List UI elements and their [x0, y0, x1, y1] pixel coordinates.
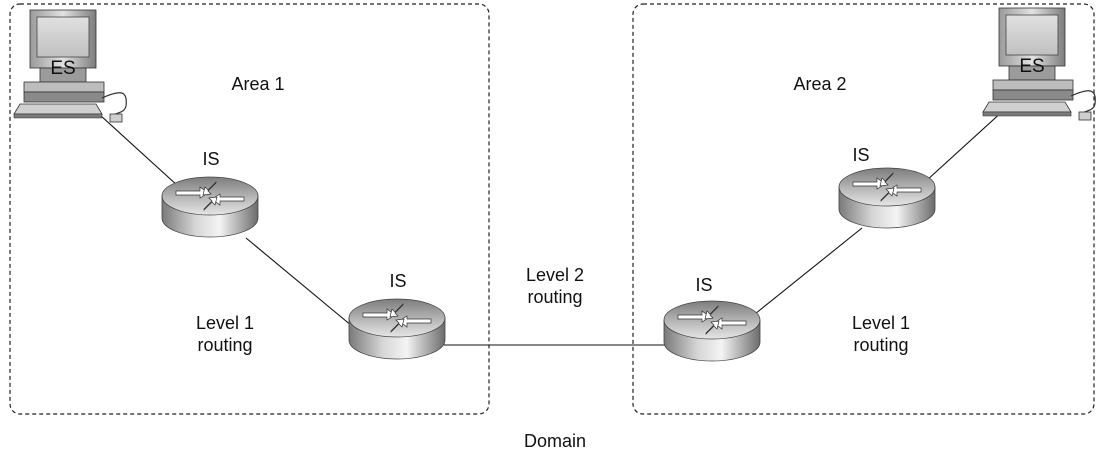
router-is-4-label: IS	[852, 145, 870, 165]
area-2-boundary	[632, 3, 1095, 415]
router-is-3-label: IS	[695, 275, 713, 295]
es-2-label: ES	[1019, 56, 1045, 77]
es-1-label: ES	[50, 58, 76, 79]
area-1-routing-label: Level 1 routing	[195, 313, 255, 355]
area-2-title: Area 2	[793, 74, 847, 94]
router-is-1-label: IS	[202, 149, 220, 169]
router-is-2	[348, 298, 446, 360]
link-is1-is2	[245, 237, 353, 327]
router-is-4	[838, 167, 936, 229]
router-is-3	[663, 300, 761, 362]
link-is4-es2	[925, 109, 1005, 182]
level-2-routing-label: Level 2 routing	[525, 265, 585, 307]
area-2-routing-label: Level 1 routing	[851, 313, 911, 355]
domain-label: Domain	[523, 431, 587, 451]
router-is-1	[161, 176, 259, 238]
router-is-2-label: IS	[389, 271, 407, 291]
link-is3-is4	[744, 227, 863, 323]
area-1-title: Area 1	[231, 74, 285, 94]
area-1-boundary	[9, 3, 490, 415]
link-es1-is1	[99, 114, 179, 187]
